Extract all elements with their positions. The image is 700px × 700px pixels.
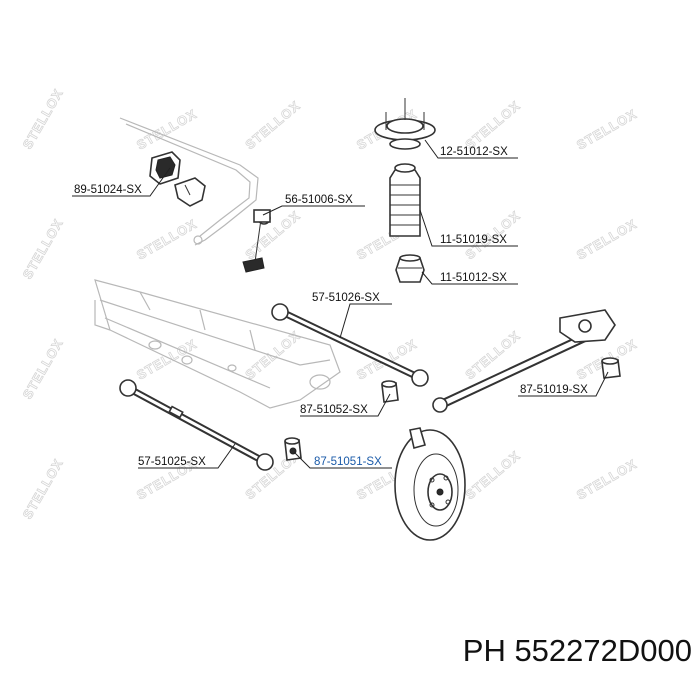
part-label-87-51019[interactable]: 87-51019-SX xyxy=(520,384,588,396)
part-label-56-51006[interactable]: 56-51006-SX xyxy=(285,194,353,206)
watermark-text: STELLOX xyxy=(134,336,199,382)
part-label-57-51026[interactable]: 57-51026-SX xyxy=(312,292,380,304)
bump-stop-drawing xyxy=(395,254,425,283)
watermark-text: STELLOX xyxy=(462,98,523,153)
part-number-caption: PH 552272D000 xyxy=(462,633,692,668)
watermark-text: STELLOX xyxy=(20,86,66,151)
part-label-57-51025[interactable]: 57-51025-SX xyxy=(138,456,206,468)
watermark-text: STELLOX xyxy=(134,216,199,262)
part-label-12-51012[interactable]: 12-51012-SX xyxy=(440,146,508,158)
subframe-outline xyxy=(94,279,341,409)
part-label-11-51012[interactable]: 11-51012-SX xyxy=(440,272,507,284)
part-label-11-51019[interactable]: 11-51019-SX xyxy=(440,234,507,246)
part-labels: 89-51024-SX 56-51006-SX 12-51012-SX 11-5… xyxy=(74,146,588,468)
dust-boot-drawing xyxy=(389,163,421,237)
brake-disc-drawing xyxy=(394,427,466,541)
watermark-text: STELLOX xyxy=(574,216,639,262)
part-label-87-51051[interactable]: 87-51051-SX xyxy=(314,456,382,468)
watermark-text: STELLOX xyxy=(462,448,523,503)
arm-bushing-drawing xyxy=(381,380,399,403)
watermark-text: STELLOX xyxy=(20,456,66,521)
part-label-89-51024[interactable]: 89-51024-SX xyxy=(74,184,142,196)
stabilizer-link-drawing xyxy=(242,209,271,273)
watermark-text: STELLOX xyxy=(574,106,639,152)
stabilizer-bushing-drawing xyxy=(149,151,206,207)
part-label-87-51052[interactable]: 87-51052-SX xyxy=(300,404,368,416)
watermark-text: STELLOX xyxy=(20,216,66,281)
lower-control-arm-drawing xyxy=(119,379,274,471)
watermark-text: STELLOX xyxy=(242,208,303,263)
watermark-text: STELLOX xyxy=(20,336,66,401)
arm-bushing-highlighted-drawing xyxy=(284,437,302,461)
watermark-text: STELLOX xyxy=(574,456,639,502)
upper-control-arm-drawing xyxy=(271,303,429,387)
strut-mount-drawing xyxy=(374,98,436,150)
stabilizer-bar xyxy=(119,117,259,246)
leader-lines xyxy=(72,139,609,469)
trailing-arm-drawing xyxy=(432,309,621,413)
watermark-text: STELLOX xyxy=(242,98,303,153)
